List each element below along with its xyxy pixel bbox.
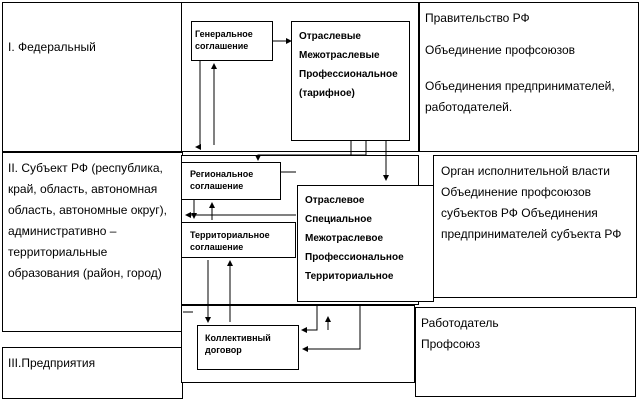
territorial-agreement-box	[181, 222, 296, 258]
general-agreement-box	[191, 21, 273, 61]
level-subject-label: II. Субъект РФ (республика, край, област…	[8, 161, 167, 280]
federal-gov-label: Правительство РФ	[425, 11, 530, 25]
territorial-agreement-label: Территориальное соглашение	[190, 230, 270, 252]
regional-agreement-label: Региональное соглашение	[190, 169, 254, 191]
enterprise-union-label: Профсоюз	[421, 337, 481, 351]
level-subject-box	[2, 152, 183, 332]
subject-parties-box	[433, 155, 637, 298]
sectoral-federal-label: Отраслевые Межотраслевые Профессионально…	[299, 31, 398, 99]
federal-employers-label: Объединения предпринимателей, работодате…	[425, 79, 615, 114]
regional-agreement-box	[181, 162, 281, 200]
collective-agreement-label: Коллективный договор	[205, 333, 271, 355]
level-enterprise-label: III.Предприятия	[8, 356, 96, 370]
sectoral-federal-box	[291, 21, 410, 141]
sectoral-subject-box	[297, 185, 434, 302]
collective-agreement-box	[197, 325, 299, 370]
level-federal-label: I. Федеральный	[8, 40, 96, 54]
enterprise-employer-label: Работодатель	[421, 316, 499, 330]
level-enterprise-box	[2, 347, 183, 399]
sectoral-subject-label: Отраслевое Специальное Межотраслевое Про…	[305, 195, 404, 282]
federal-parties-box	[419, 2, 639, 152]
subject-parties-label: Орган исполнительной власти Объединение …	[441, 164, 622, 241]
federal-unions-label: Объединение профсоюзов	[425, 43, 576, 57]
enterprise-parties-box	[415, 307, 636, 397]
level-federal-box	[2, 2, 183, 152]
general-agreement-label: Генеральное соглашение	[195, 29, 253, 51]
